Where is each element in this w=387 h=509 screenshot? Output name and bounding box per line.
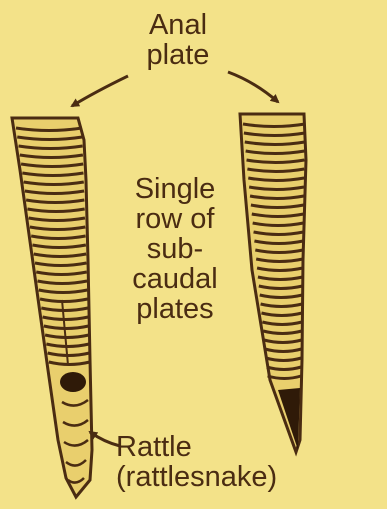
subcaudal-label-line-3: sub- xyxy=(100,234,250,264)
arrow-anal-plate-right xyxy=(228,72,278,102)
anal-plate-label-line-1: Anal xyxy=(118,10,238,40)
arrow-anal-plate-left xyxy=(72,76,128,106)
rattle-label-line-2: (rattlesnake) xyxy=(116,462,386,492)
rattle-label: Rattle (rattlesnake) xyxy=(116,432,386,492)
anal-plate-label: Anal plate xyxy=(118,10,238,70)
subcaudal-label-line-5: plates xyxy=(100,294,250,324)
rattlesnake-tail xyxy=(12,118,92,497)
anal-plate-label-line-2: plate xyxy=(118,40,238,70)
subcaudal-label-line-1: Single xyxy=(100,174,250,204)
subcaudal-label: Single row of sub- caudal plates xyxy=(100,174,250,324)
subcaudal-label-line-4: caudal xyxy=(100,264,250,294)
rattle-label-line-1: Rattle xyxy=(116,432,386,462)
subcaudal-label-line-2: row of xyxy=(100,204,250,234)
rattle-base xyxy=(60,372,86,392)
